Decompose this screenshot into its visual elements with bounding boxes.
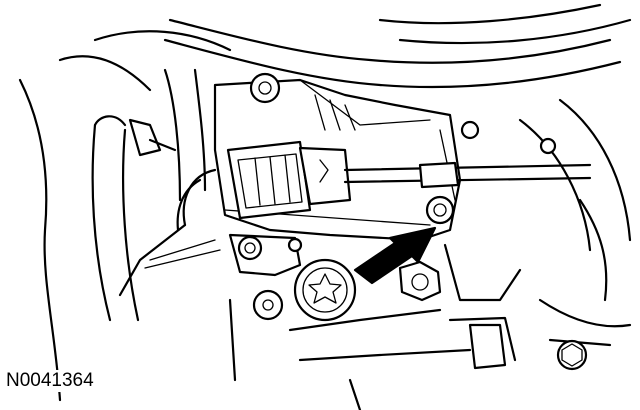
small-top-bolt — [460, 120, 557, 155]
figure-id-label: N0041364 — [4, 370, 96, 392]
linkage-rod — [343, 161, 592, 189]
electrical-connector — [226, 140, 352, 220]
left-tubes — [18, 68, 207, 402]
lower-block — [228, 243, 522, 410]
hex-nut — [398, 260, 442, 302]
lower-bracket — [228, 233, 303, 277]
wiring-harness — [118, 168, 221, 297]
torx-fastener — [293, 258, 357, 322]
upper-hose-lines — [58, 3, 632, 92]
upper-bolt — [249, 72, 281, 104]
right-casing — [518, 98, 632, 371]
right-housing-bolt — [425, 195, 455, 225]
arrow-pointer-icon — [353, 226, 437, 285]
washer — [252, 289, 284, 321]
